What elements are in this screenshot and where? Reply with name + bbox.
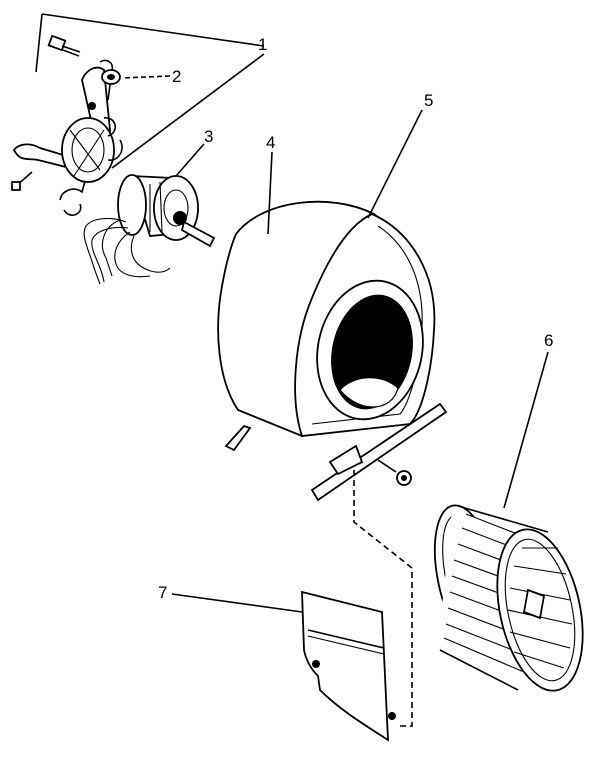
callout-4: 4 [266, 133, 275, 152]
callout-5: 5 [424, 91, 433, 110]
callout-7: 7 [158, 583, 167, 602]
part-5-blower-housing [217, 200, 448, 502]
mount-bolt [47, 34, 81, 57]
part-6-blower-wheel [433, 504, 584, 692]
part-2-nut [101, 69, 121, 85]
housing-screw [377, 459, 412, 486]
leader-lines [35, 13, 549, 727]
callout-6: 6 [544, 331, 553, 350]
callout-3: 3 [204, 127, 213, 146]
callout-1: 1 [258, 35, 267, 54]
part-7-cutoff-plate [301, 590, 396, 742]
callout-2: 2 [172, 67, 181, 86]
part-1-motor-mount [11, 34, 123, 216]
part-3-blower-motor [83, 174, 216, 285]
